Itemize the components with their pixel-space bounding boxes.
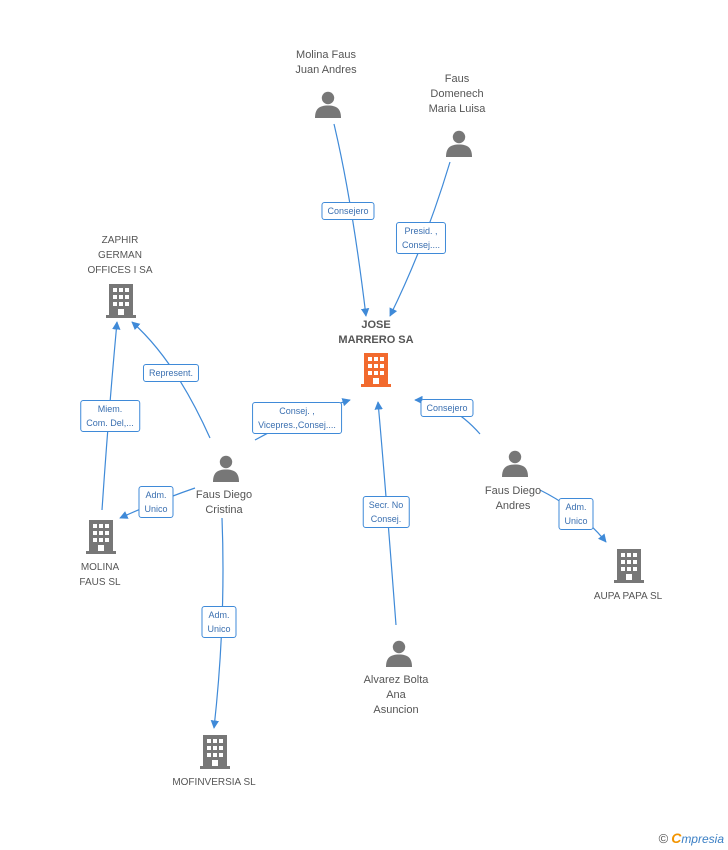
building-icon[interactable] (86, 520, 116, 554)
edge-label-e10[interactable]: Adm. Unico (201, 606, 237, 638)
edge-label-line: Unico (564, 516, 588, 526)
edge-label-line: Secr. No (368, 500, 404, 510)
edge-label-line: Com. Del,... (86, 418, 134, 428)
brand-name: mpresia (681, 832, 724, 846)
node-label-line: JOSE (361, 319, 391, 331)
node-label-line: Faus Diego (195, 489, 253, 501)
edge-label-line: Consej. , (279, 406, 315, 416)
person-icon[interactable] (446, 130, 472, 157)
edge-label-e7[interactable]: Adm. Unico (138, 486, 174, 518)
person-icon[interactable] (386, 640, 412, 667)
edge-line-e1 (333, 123, 370, 317)
brand-initial: C (671, 830, 682, 846)
node-label-line: Faus (444, 73, 470, 85)
edge-label-line: Unico (207, 624, 231, 634)
node-label-faus-diego-cristina[interactable]: Faus Diego Cristina (196, 488, 252, 518)
person-icon[interactable] (502, 450, 528, 477)
node-label-aupa-papa-sl[interactable]: AUPA PAPA SL (594, 589, 662, 604)
edge-label-line: Consejero (327, 206, 369, 216)
edge-label-e9[interactable]: Adm. Unico (558, 498, 594, 530)
node-label-line: Asuncion (373, 704, 419, 716)
node-label-line: MOFINVERSIA SL (172, 777, 256, 788)
edge-label-e6[interactable]: Consejero (420, 399, 474, 417)
node-label-line: MOLINA (80, 562, 120, 573)
node-label-line: Ana (386, 689, 406, 701)
edge-label-line: Adm. (208, 610, 230, 620)
edge-label-line: Adm. (565, 502, 587, 512)
edge-label-e2[interactable]: Presid. , Consej.... (395, 222, 447, 254)
node-label-faus-domenech-maria-luisa[interactable]: Faus Domenech Maria Luisa (429, 72, 486, 117)
node-label-molina-faus-sl[interactable]: MOLINA FAUS SL (79, 560, 120, 590)
edge-label-e8[interactable]: Secr. No Consej. (362, 496, 410, 528)
edge-label-line: Vicepres.,Consej.... (258, 420, 336, 430)
edge-label-e4[interactable]: Miem. Com. Del,... (80, 400, 140, 432)
person-icon[interactable] (213, 455, 239, 482)
building-icon[interactable] (200, 735, 230, 769)
edge-label-line: Unico (144, 504, 168, 514)
edge-label-line: Miem. (97, 404, 123, 414)
building-icon[interactable] (614, 549, 644, 583)
building-icon[interactable] (106, 284, 136, 318)
node-label-molina-faus-juan-andres[interactable]: Molina Faus Juan Andres (295, 48, 356, 78)
node-label-line: Alvarez Bolta (363, 674, 429, 686)
node-label-line: Juan Andres (295, 64, 357, 76)
edge-label-line: Consejero (426, 403, 468, 413)
node-label-line: AUPA PAPA SL (593, 591, 663, 602)
node-label-line: Andres (495, 500, 531, 512)
edge-label-e1[interactable]: Consejero (321, 202, 375, 220)
edge-label-line: Presid. , (404, 226, 438, 236)
node-label-line: Cristina (205, 504, 243, 516)
node-label-line: ZAPHIR (101, 235, 139, 246)
node-label-faus-diego-andres[interactable]: Faus Diego Andres (485, 484, 541, 514)
node-label-line: GERMAN (98, 250, 142, 261)
node-label-zaphir-german-offices[interactable]: ZAPHIR GERMAN OFFICES I SA (87, 233, 152, 278)
node-label-line: Molina Faus (296, 49, 356, 61)
edge-label-e5[interactable]: Consej. , Vicepres.,Consej.... (252, 402, 342, 434)
node-label-jose-marrero-sa[interactable]: JOSE MARRERO SA (338, 318, 413, 348)
node-label-alvarez-bolta-ana-asuncion[interactable]: Alvarez Bolta Ana Asuncion (364, 673, 429, 718)
node-label-line: Domenech (430, 88, 484, 100)
copyright-icon: © (658, 831, 669, 846)
edge-label-line: Represent. (148, 368, 194, 378)
edge-label-line: Adm. (145, 490, 167, 500)
building-icon[interactable] (361, 353, 391, 387)
node-label-line: MARRERO SA (338, 334, 414, 346)
brand-logo[interactable]: ©Cmpresia (659, 830, 724, 846)
node-label-line: FAUS SL (79, 577, 121, 588)
node-label-line: Faus Diego (484, 485, 542, 497)
edge-label-e3[interactable]: Represent. (142, 364, 200, 382)
person-icon[interactable] (315, 91, 341, 118)
node-label-line: OFFICES I SA (87, 265, 153, 276)
node-label-line: Maria Luisa (428, 103, 486, 115)
edge-label-line: Consej.... (401, 240, 441, 250)
edge-label-line: Consej. (370, 514, 402, 524)
node-label-mofinversia-sl[interactable]: MOFINVERSIA SL (172, 775, 255, 790)
